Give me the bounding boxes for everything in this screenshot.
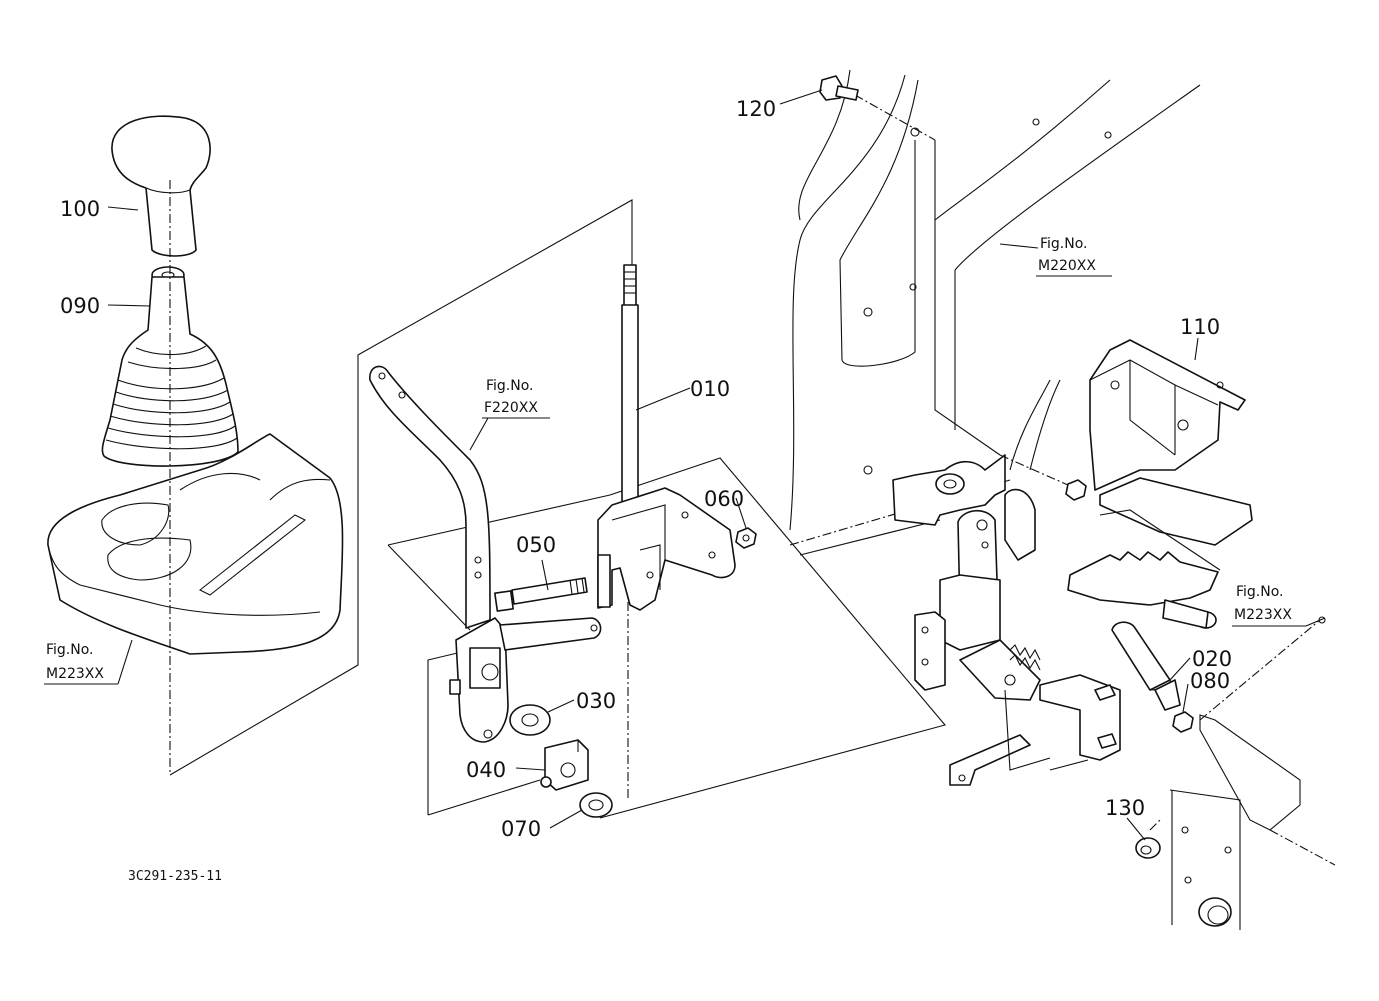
ref-m223-left-line2: M223XX xyxy=(46,666,104,682)
nut-060 xyxy=(735,527,757,549)
bracket-main xyxy=(597,487,736,611)
part-labels: 100 090 010 060 050 030 040 070 120 110 … xyxy=(60,97,1232,841)
label-120: 120 xyxy=(736,97,776,121)
pivot-bracket xyxy=(449,617,602,743)
label-130: 130 xyxy=(1105,796,1145,820)
figure-references: Fig.No. F220XX Fig.No. M220XX Fig.No. M2… xyxy=(44,236,1306,685)
leader-lines xyxy=(107,89,1326,841)
label-060: 060 xyxy=(704,487,744,511)
label-020: 020 xyxy=(1192,647,1232,671)
label-110: 110 xyxy=(1180,315,1220,339)
label-030: 030 xyxy=(576,689,616,713)
spring xyxy=(1009,644,1041,671)
ref-m220-line2: M220XX xyxy=(1038,258,1096,274)
rod-010 xyxy=(621,264,639,516)
label-090: 090 xyxy=(60,294,100,318)
ref-f220-line1: Fig.No. xyxy=(486,378,534,394)
knob-100 xyxy=(111,115,211,257)
floor-mat xyxy=(47,433,344,655)
label-050: 050 xyxy=(516,533,556,557)
bolt-080 xyxy=(1154,679,1194,733)
comb-plate xyxy=(1067,509,1221,629)
drawing-code: 3C291-235-11 xyxy=(128,869,222,884)
side-panel-m220 xyxy=(789,69,1201,556)
bolt-050 xyxy=(494,577,588,612)
ref-f220-line2: F220XX xyxy=(484,400,538,416)
washer-070 xyxy=(579,792,613,818)
bolt-120 xyxy=(819,75,859,101)
pin-020 xyxy=(1111,621,1171,691)
lower-bracket xyxy=(949,674,1121,786)
label-040: 040 xyxy=(466,758,506,782)
nut-130 xyxy=(1135,837,1161,859)
frame-bottom-right xyxy=(1169,616,1336,930)
ref-m220-line1: Fig.No. xyxy=(1040,236,1088,252)
ref-m223-left-line1: Fig.No. xyxy=(46,642,94,658)
ref-m223-right-line1: Fig.No. xyxy=(1236,584,1284,600)
block-040 xyxy=(540,739,589,791)
bracket-110 xyxy=(1009,339,1253,546)
ref-m223-right-line2: M223XX xyxy=(1234,607,1292,623)
plate-assembly xyxy=(892,454,1041,701)
label-080: 080 xyxy=(1190,669,1230,693)
label-070: 070 xyxy=(501,817,541,841)
label-010: 010 xyxy=(690,377,730,401)
nut-right xyxy=(1065,479,1087,501)
arm-f220 xyxy=(369,365,491,629)
label-100: 100 xyxy=(60,197,100,221)
bushing-030 xyxy=(509,704,551,736)
